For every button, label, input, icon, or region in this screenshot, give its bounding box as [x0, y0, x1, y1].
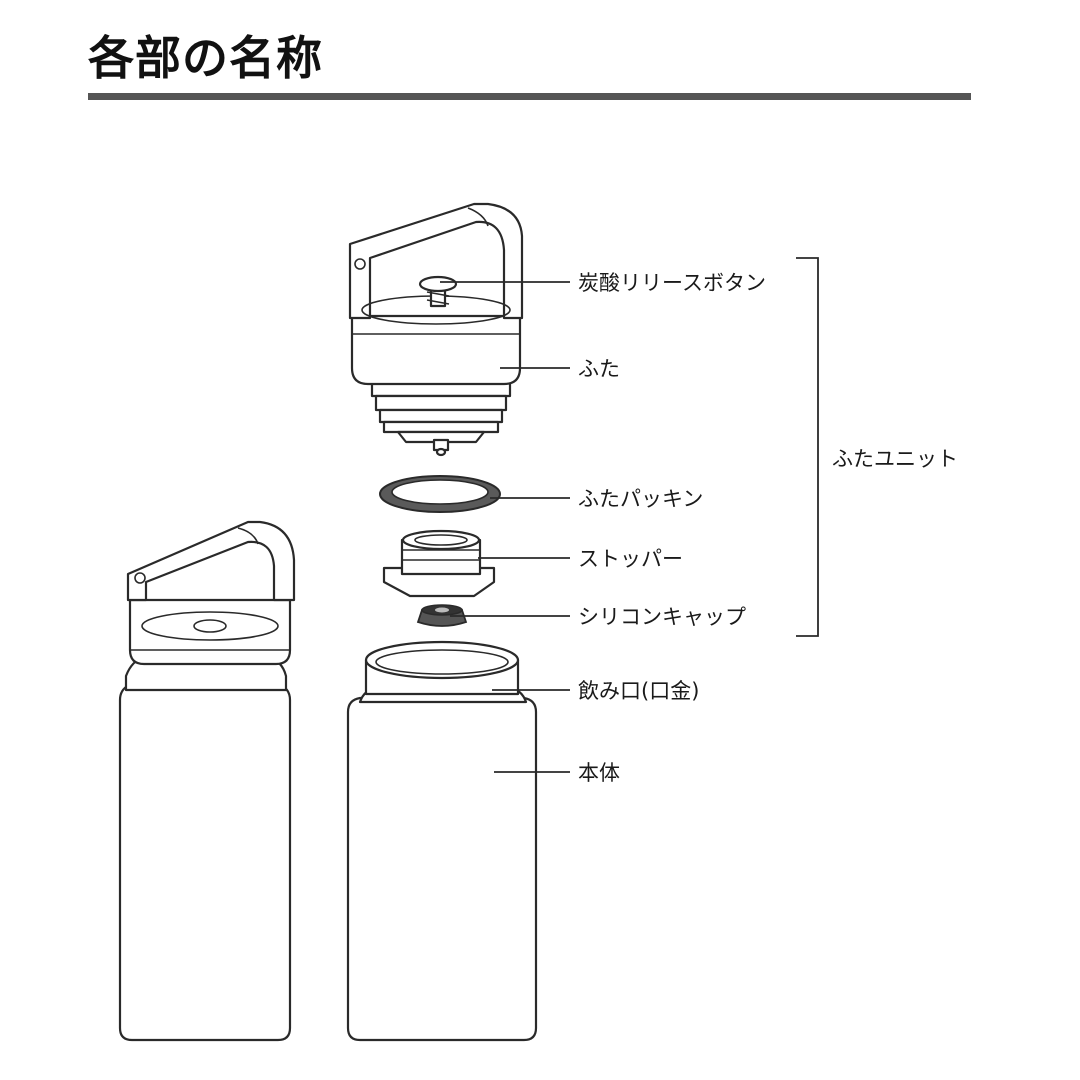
label-body: 本体	[578, 761, 620, 785]
label-lid-unit: ふたユニット	[832, 447, 958, 471]
bottle-body	[346, 640, 538, 1042]
title-underline	[88, 93, 971, 100]
assembled-bottle	[118, 520, 296, 1042]
label-silicone-cap: シリコンキャップ	[578, 605, 746, 629]
leader-lines	[440, 257, 819, 773]
stopper-part	[382, 529, 496, 598]
label-stopper: ストッパー	[578, 547, 683, 571]
silicone-cap-part	[416, 604, 468, 627]
gasket-ring	[379, 475, 501, 513]
label-lid: ふた	[578, 357, 620, 381]
label-lid-gasket: ふたパッキン	[578, 487, 703, 511]
label-mouth: 飲み口(口金)	[578, 679, 699, 703]
label-carbonation-release-button: 炭酸リリースボタン	[578, 271, 766, 295]
lid-exploded	[348, 202, 524, 457]
page-title: 各部の名称	[88, 31, 323, 85]
